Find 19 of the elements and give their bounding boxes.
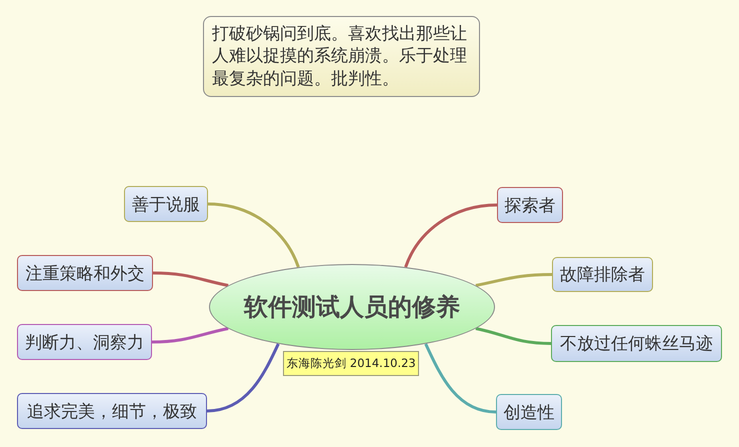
topic-box: 注重策略和外交 — [17, 255, 153, 291]
topic-box: 追求完美，细节，极致 — [17, 393, 207, 429]
branch-line — [475, 327, 552, 345]
branch-line — [476, 273, 552, 287]
branch-line — [404, 204, 498, 268]
branch-line — [208, 202, 300, 268]
central-topic-ellipse: 软件测试人员的修养 — [209, 264, 495, 350]
topic-box: 探索者 — [497, 187, 563, 223]
topic-box: 善于说服 — [124, 186, 208, 222]
topic-box: 创造性 — [496, 394, 562, 430]
branch-line — [206, 343, 280, 412]
branch-line — [152, 327, 229, 344]
topic-box: 判断力、洞察力 — [17, 324, 152, 360]
author-date-tag: 东海陈光剑 2014.10.23 — [283, 351, 419, 376]
note-box: 打破砂锅问到底。喜欢找出那些让人难以捉摸的系统崩溃。乐于处理最复杂的问题。批判性。 — [203, 16, 480, 97]
topic-box: 不放过任何蛛丝马迹 — [551, 325, 722, 362]
branch-line — [424, 343, 496, 414]
branch-line — [152, 272, 229, 287]
topic-box: 故障排除者 — [552, 257, 653, 292]
